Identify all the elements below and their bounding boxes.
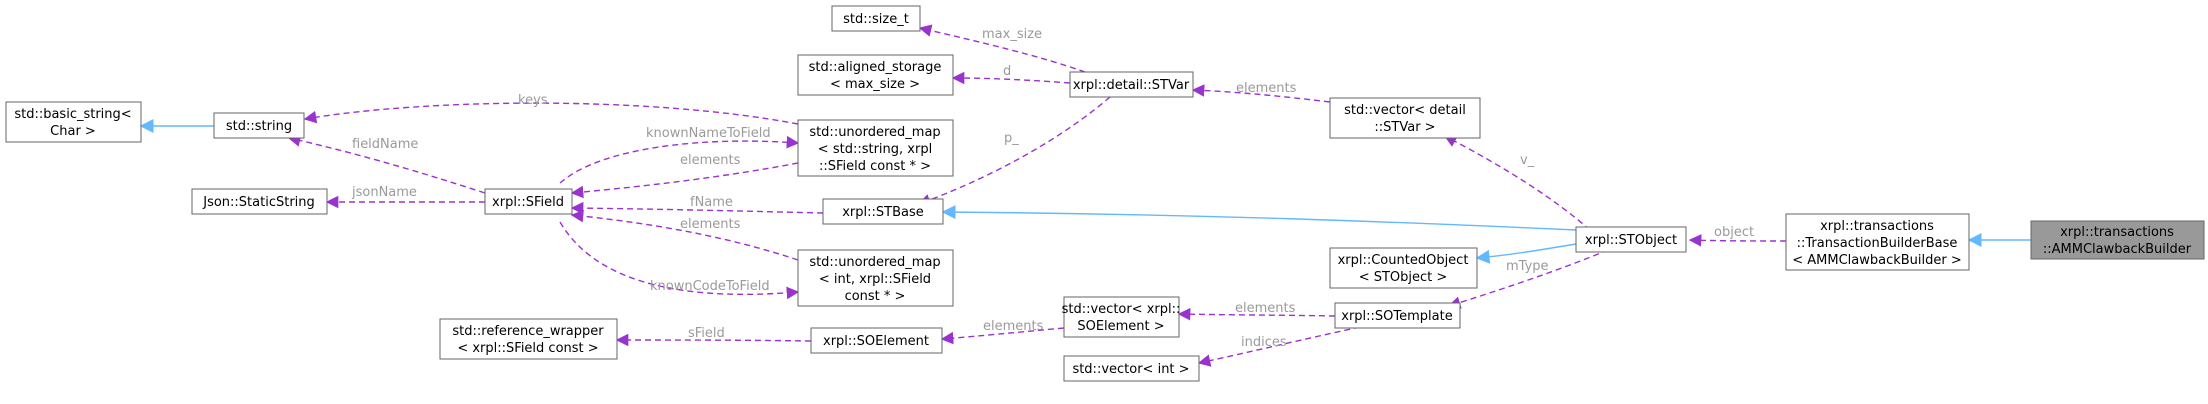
node-soelement[interactable]: xrpl::SOElement	[810, 327, 943, 354]
edge-soelement-s-field: sField	[615, 326, 812, 347]
svg-text:xrpl::SOElement: xrpl::SOElement	[823, 334, 929, 349]
node-stvar[interactable]: xrpl::detail::STVar	[1069, 71, 1194, 98]
edge-label-p: p_	[1004, 131, 1019, 146]
svg-text:std::unordered_map: std::unordered_map	[809, 255, 940, 270]
node-size-t[interactable]: std::size_t	[831, 5, 921, 32]
edge-stobject-m-type: mType	[1447, 249, 1609, 309]
svg-text:xrpl::STBase: xrpl::STBase	[842, 205, 924, 220]
svg-text:std::size_t: std::size_t	[843, 12, 909, 27]
edge-label-known-code-to-field: knownCodeToField	[650, 279, 770, 294]
svg-text:xrpl::SField: xrpl::SField	[492, 195, 564, 210]
node-basic-string[interactable]: std::basic_string< Char >	[5, 101, 142, 143]
node-vector-soelement[interactable]: std::vector< xrpl:: SOElement >	[1062, 296, 1181, 338]
edge-label-m-type: mType	[1506, 259, 1549, 274]
edge-stbase-f-name: fName	[570, 195, 824, 215]
svg-text:::SField const * >: ::SField const * >	[819, 159, 931, 174]
edge-label-elements-umap-string: elements	[680, 153, 741, 168]
node-unordered-map-int[interactable]: std::unordered_map < int, xrpl::SField c…	[797, 249, 954, 307]
node-unordered-map-string[interactable]: std::unordered_map < std::string, xrpl :…	[797, 119, 954, 177]
edge-sfield-known-name-to-field: knownNameToField	[559, 126, 800, 184]
edge-sfield-json-name: jsonName	[325, 185, 486, 209]
svg-text:const * >: const * >	[845, 289, 906, 304]
svg-text:< xrpl::SField const >: < xrpl::SField const >	[457, 341, 598, 356]
edge-label-field-name: fieldName	[352, 137, 418, 152]
svg-text:< max_size >: < max_size >	[830, 77, 920, 92]
edge-builder-base-object: object	[1688, 225, 1787, 247]
node-aligned-storage[interactable]: std::aligned_storage < max_size >	[797, 54, 954, 96]
edge-label-object: object	[1714, 225, 1754, 240]
svg-text:xrpl::detail::STVar: xrpl::detail::STVar	[1073, 78, 1190, 93]
svg-text:std::string: std::string	[226, 119, 292, 134]
svg-text:std::basic_string<: std::basic_string<	[14, 107, 131, 122]
node-static-string[interactable]: Json::StaticString	[191, 188, 328, 215]
node-transaction-builder-base[interactable]: xrpl::transactions ::TransactionBuilderB…	[1785, 213, 1970, 271]
edge-label-elements-umap-int: elements	[680, 217, 741, 232]
svg-text:std::vector< int >: std::vector< int >	[1072, 362, 1189, 377]
edge-label-indices: indices	[1241, 335, 1287, 350]
edge-stobject-inherits-stbase	[941, 205, 1577, 231]
svg-text:Char >: Char >	[50, 124, 96, 139]
node-reference-wrapper[interactable]: std::reference_wrapper < xrpl::SField co…	[439, 318, 618, 360]
node-stbase[interactable]: xrpl::STBase	[822, 198, 944, 225]
edge-label-elements-soelement: elements	[983, 319, 1044, 334]
edge-label-elements-vector-stvar: elements	[1236, 81, 1297, 96]
edge-sotemplate-indices: indices	[1197, 326, 1361, 367]
svg-text:xrpl::SOTemplate: xrpl::SOTemplate	[1341, 309, 1452, 324]
svg-text:SOElement >: SOElement >	[1077, 319, 1164, 334]
edge-label-s-field: sField	[688, 326, 725, 341]
svg-text:::TransactionBuilderBase: ::TransactionBuilderBase	[1797, 236, 1958, 251]
edge-umap-string-elements: elements	[570, 153, 799, 199]
edge-umap-int-elements: elements	[570, 209, 799, 261]
svg-text:::AMMClawbackBuilder: ::AMMClawbackBuilder	[2043, 242, 2192, 257]
node-amm-clawback-builder[interactable]: xrpl::transactions ::AMMClawbackBuilder	[2030, 220, 2205, 260]
edge-stobject-inherits-counted-object	[1475, 243, 1577, 264]
svg-text:< int, xrpl::SField: < int, xrpl::SField	[819, 272, 931, 287]
node-sotemplate[interactable]: xrpl::SOTemplate	[1334, 302, 1461, 329]
edge-stvar-d: d	[951, 64, 1071, 85]
svg-text:< AMMClawbackBuilder >: < AMMClawbackBuilder >	[1792, 253, 1962, 268]
edge-vector-soelement-elements: elements	[940, 319, 1065, 345]
edge-sotemplate-elements: elements	[1177, 301, 1336, 321]
node-sfield[interactable]: xrpl::SField	[484, 188, 573, 215]
svg-text:< std::string, xrpl: < std::string, xrpl	[818, 142, 932, 157]
svg-text:std::aligned_storage: std::aligned_storage	[809, 60, 942, 75]
edge-stobject-v: v_	[1443, 135, 1591, 231]
edge-label-known-name-to-field: knownNameToField	[646, 126, 771, 141]
edge-sfield-field-name: fieldName	[287, 134, 486, 194]
node-vector-stvar[interactable]: std::vector< detail ::STVar >	[1329, 97, 1481, 139]
node-string[interactable]: std::string	[213, 112, 305, 139]
svg-text:std::vector< xrpl::: std::vector< xrpl::	[1062, 302, 1181, 317]
node-stobject[interactable]: xrpl::STObject	[1575, 226, 1687, 253]
edge-label-f-name: fName	[690, 195, 733, 210]
edge-label-v: v_	[1520, 153, 1535, 168]
svg-text:< STObject >: < STObject >	[1359, 270, 1448, 285]
edge-sfield-known-code-to-field: knownCodeToField	[559, 221, 800, 300]
edge-label-elements-vector-soelement: elements	[1235, 301, 1296, 316]
edge-stvar-max-size: max_size	[918, 24, 1086, 73]
edge-umap-string-keys: keys	[303, 93, 799, 125]
svg-text:xrpl::transactions: xrpl::transactions	[1820, 219, 1934, 234]
svg-text:std::unordered_map: std::unordered_map	[809, 125, 940, 140]
svg-text:std::reference_wrapper: std::reference_wrapper	[452, 324, 604, 339]
edge-label-d: d	[1003, 64, 1011, 79]
edge-vector-stvar-elements: elements	[1191, 81, 1331, 103]
edge-label-json-name: jsonName	[351, 185, 417, 200]
edge-stvar-p: p_	[917, 96, 1111, 207]
svg-text:::STVar >: ::STVar >	[1374, 120, 1435, 135]
edge-label-keys: keys	[518, 93, 548, 108]
node-vector-int[interactable]: std::vector< int >	[1063, 355, 1200, 382]
svg-text:std::vector< detail: std::vector< detail	[1344, 103, 1466, 118]
svg-text:xrpl::CountedObject: xrpl::CountedObject	[1338, 253, 1469, 268]
node-counted-object[interactable]: xrpl::CountedObject < STObject >	[1329, 247, 1478, 289]
svg-text:Json::StaticString: Json::StaticString	[202, 195, 315, 210]
svg-text:xrpl::transactions: xrpl::transactions	[2060, 225, 2174, 240]
edge-label-max-size: max_size	[982, 27, 1042, 42]
svg-text:xrpl::STObject: xrpl::STObject	[1585, 233, 1677, 248]
